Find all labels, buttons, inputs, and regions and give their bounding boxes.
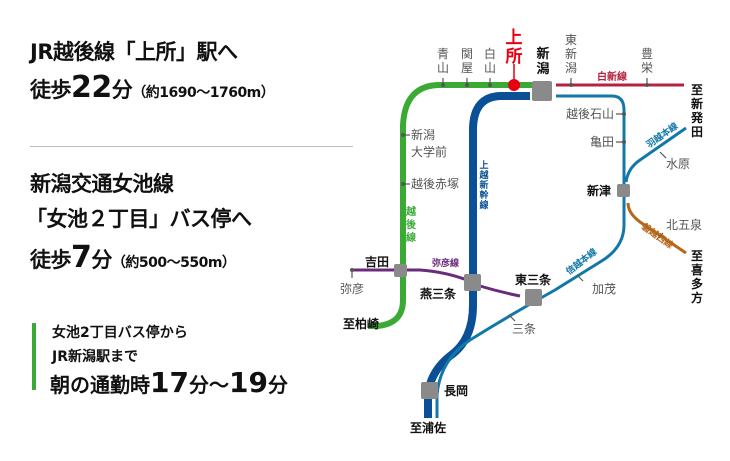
commute-from: 17 [150, 366, 189, 399]
label-to-kitakata-2: 喜 [691, 262, 703, 277]
label-to-kitakata-3: 多 [691, 276, 703, 291]
station-niigata[interactable] [532, 81, 552, 101]
label-nagaoka: 長岡 [444, 383, 468, 398]
label-higashisanjo: 東三条 [515, 272, 552, 287]
label-to-kashiwazaki: 至柏崎 [343, 316, 379, 331]
label-joso-1: 上 [506, 28, 523, 48]
label-hakusan-1: 白 [484, 46, 496, 61]
walk-unit: 分 [111, 78, 133, 102]
walk-prefix: 徒歩 [30, 78, 72, 102]
label-toyosaka-1: 豊 [641, 47, 653, 61]
station-yoshida[interactable] [394, 264, 407, 277]
label-yahiko-line: 弥彦線 [432, 257, 459, 269]
label-tsubamesanjo: 燕三条 [420, 286, 457, 301]
walk-minutes: 22 [71, 70, 112, 105]
label-echigo-akatsuka: 越後赤塚 [411, 177, 459, 191]
walk-distance: （約1690〜1760m） [132, 85, 275, 101]
note-accent-bar [32, 323, 36, 390]
block2-line-name: 新潟交通女池線 [30, 172, 174, 196]
label-to-shibata-1: 至 [691, 83, 703, 97]
label-aoyama-1: 青 [437, 47, 449, 61]
label-niigata-1: 新 [536, 46, 549, 62]
banetsu-west-line [626, 202, 687, 255]
label-niigata-2: 潟 [536, 61, 549, 77]
label-higashiniigata-2: 新 [565, 46, 577, 61]
label-sekiya-1: 関 [461, 47, 473, 61]
walk-prefix: 徒歩 [30, 248, 72, 272]
uetsu-line [624, 126, 687, 183]
station-tsubamesanjo[interactable] [464, 274, 481, 291]
label-niitsu: 新津 [587, 183, 611, 198]
walk-unit: 分 [91, 248, 112, 272]
note-line1: 女池2丁目バス停から [52, 325, 188, 341]
commute-unit1: 分〜 [188, 373, 229, 397]
label-to-shibata-3: 発 [690, 110, 704, 125]
note-commute: 朝の通勤時17分〜19分 [50, 366, 288, 399]
walk-distance: （約500〜550m） [111, 255, 236, 271]
divider [30, 146, 353, 147]
label-kamo: 加茂 [592, 282, 616, 296]
label-higashiniigata-3: 潟 [565, 61, 577, 75]
label-higashiniigata-1: 東 [565, 33, 577, 47]
station-niitsu[interactable] [617, 184, 630, 197]
label-suibara: 水原 [666, 157, 690, 171]
commute-prefix: 朝の通勤時 [50, 373, 150, 397]
label-shinkansen-4: 幹 [479, 189, 489, 201]
label-joso-2: 所 [506, 47, 523, 67]
block2-bus-stop: 「女池２丁目」バス停へ [26, 207, 252, 231]
block1-title: JR越後線「上所」駅へ [30, 40, 238, 64]
label-shinkansen-3: 新 [479, 179, 488, 191]
label-yahiko: 弥彦 [340, 281, 364, 296]
commute-to: 19 [228, 366, 268, 399]
echigo-line [368, 82, 535, 329]
label-toyosaka-2: 栄 [641, 61, 653, 75]
label-to-urasa: 至浦佐 [410, 420, 446, 435]
label-to-kitakata-1: 至 [691, 249, 703, 263]
block1-walk: 徒歩22分（約1690〜1760m） [30, 70, 275, 105]
label-to-kitakata-4: 方 [691, 290, 703, 305]
block2-walk: 徒歩7分（約500〜550m） [30, 240, 236, 275]
label-echigo-ishiyama: 越後石山 [566, 107, 614, 121]
station-nagaoka[interactable] [421, 382, 438, 399]
label-echigo-line-2: 後 [406, 218, 417, 231]
label-yoshida: 吉田 [365, 254, 389, 269]
label-hakusan-2: 山 [484, 61, 496, 75]
minor-station-ticks [351, 78, 667, 322]
commute-unit2: 分 [267, 373, 288, 397]
label-sekiya-2: 屋 [461, 61, 473, 75]
label-sanjo: 三条 [512, 322, 536, 336]
note-line2: JR新潟駅まで [52, 349, 138, 365]
minor-station-dots [350, 83, 649, 272]
station-higashisanjo[interactable] [525, 289, 542, 306]
joetsu-shinkansen-line [424, 92, 530, 418]
label-daigakumae-1: 新潟 [411, 127, 435, 142]
label-kitagosen: 北五泉 [666, 218, 702, 232]
label-shinkansen-5: 線 [479, 199, 488, 211]
label-echigo-line-1: 越 [405, 205, 417, 218]
label-kameda: 亀田 [590, 135, 614, 149]
label-daigakumae-2: 大学前 [411, 144, 447, 159]
shinetsu-line [435, 94, 626, 418]
label-aoyama-2: 山 [437, 61, 449, 75]
label-hakushin-line: 白新線 [597, 70, 627, 83]
walk-minutes: 7 [71, 240, 92, 275]
label-echigo-line-3: 線 [406, 231, 416, 244]
joso-station-marker[interactable] [508, 79, 520, 91]
label-shinkansen-2: 越 [478, 169, 489, 181]
label-to-shibata-4: 田 [691, 125, 703, 139]
label-to-shibata-2: 新 [691, 96, 703, 111]
label-shinkansen-1: 上 [479, 159, 488, 171]
